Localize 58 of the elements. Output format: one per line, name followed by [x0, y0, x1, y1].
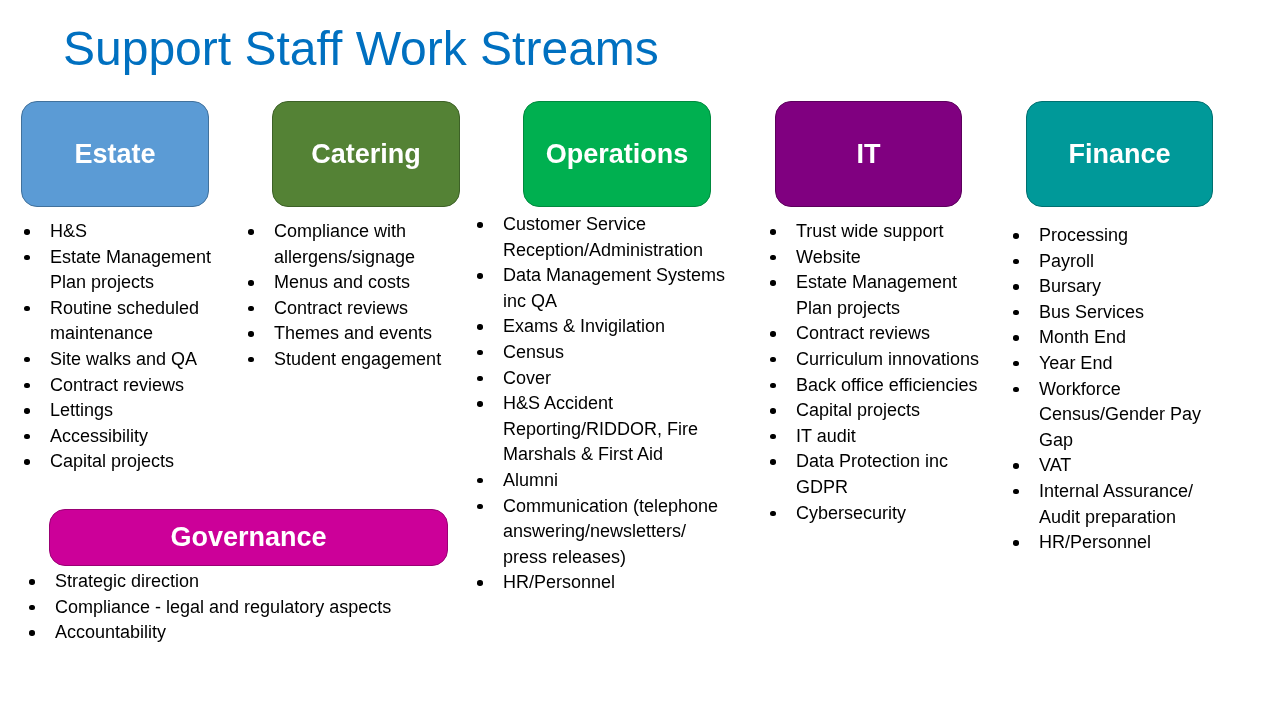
category-title: IT — [856, 138, 881, 170]
list-item: Student engagement — [244, 346, 442, 373]
list-item: Data Protection inc GDPR — [766, 449, 991, 501]
list-item: Capital projects — [20, 449, 175, 475]
list-item: Communication (telephone answering/newsletters/ press releases) — [473, 493, 731, 571]
list-item: Routine scheduled maintenance — [20, 295, 235, 347]
list-item: HR/Personnel — [473, 570, 616, 596]
list-item: Cover — [473, 365, 551, 392]
category-box — [775, 101, 962, 207]
category-title: Finance — [1068, 138, 1171, 170]
list-item: Payroll — [1009, 248, 1095, 275]
category-box — [21, 101, 209, 207]
list-item: Estate Management Plan projects — [20, 244, 235, 296]
category-box — [49, 509, 448, 566]
list-item: Curriculum innovations — [766, 346, 980, 373]
list-item: Site walks and QA — [20, 346, 198, 373]
list-item: Exams & Invigilation — [473, 314, 666, 340]
list-item: Workforce Census/Gender Pay Gap — [1009, 376, 1219, 454]
list-item: Customer Service Reception/Administration — [473, 212, 731, 264]
category-title: Catering — [311, 138, 421, 170]
list-item: Cybersecurity — [766, 500, 907, 527]
list-item: Accountability — [25, 620, 167, 646]
category-box — [523, 101, 711, 207]
list-item: Website — [766, 244, 861, 271]
list-item: HR/Personnel — [1009, 530, 1152, 556]
slide-title: Support Staff Work Streams — [63, 21, 659, 76]
list-item: Capital projects — [766, 398, 921, 424]
list-item: Data Management Systems inc QA — [473, 263, 731, 315]
category-title: Operations — [545, 138, 689, 170]
list-item: Bursary — [1009, 274, 1101, 300]
list-item: Contract reviews — [766, 321, 931, 347]
list-item: H&S — [20, 219, 87, 245]
list-item: Contract reviews — [20, 372, 185, 399]
category-box — [1026, 101, 1213, 207]
list-item: Alumni — [473, 467, 559, 494]
list-item: Year End — [1009, 350, 1113, 377]
list-item: Themes and events — [244, 321, 433, 347]
list-item: Month End — [1009, 325, 1127, 351]
list-item: Internal Assurance/ Audit preparation — [1009, 478, 1219, 531]
list-item: Bus Services — [1009, 299, 1145, 326]
list-item: Contract reviews — [244, 295, 409, 322]
category-title: Estate — [74, 138, 156, 170]
list-item: Lettings — [20, 398, 114, 424]
list-item: Compliance with allergens/signage — [244, 219, 466, 271]
category-title: Governance — [170, 522, 327, 553]
list-item: H&S Accident Reporting/RIDDOR, Fire Marshals & First Aid — [473, 391, 731, 468]
list-item: VAT — [1009, 453, 1072, 479]
list-item: IT audit — [766, 423, 856, 450]
list-item: Processing — [1009, 223, 1129, 249]
list-item: Back office efficiencies — [766, 372, 978, 399]
list-item: Compliance - legal and regulatory aspects — [25, 594, 392, 621]
list-item: Trust wide support — [766, 219, 944, 245]
list-item: Strategic direction — [25, 569, 200, 595]
category-box — [272, 101, 460, 207]
list-item: Estate Management Plan projects — [766, 270, 991, 322]
list-item: Accessibility — [20, 423, 149, 450]
list-item: Menus and costs — [244, 270, 411, 296]
list-item: Census — [473, 339, 565, 366]
